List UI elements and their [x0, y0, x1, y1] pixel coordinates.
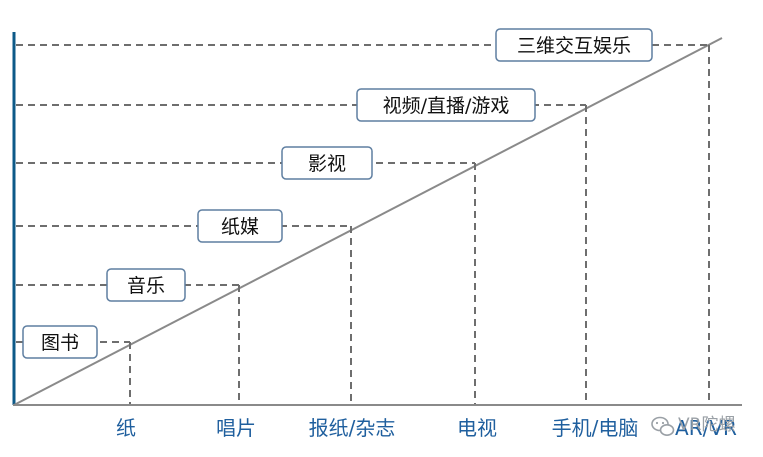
watermark-text: VR陀螺 — [678, 415, 735, 435]
medium-label: 报纸/杂志 — [309, 416, 396, 440]
content-label: 音乐 — [127, 275, 165, 297]
content-label: 视频/直播/游戏 — [383, 95, 510, 117]
medium-label: 电视 — [457, 416, 497, 440]
medium-label: 纸 — [116, 416, 136, 440]
content-label: 影视 — [308, 153, 346, 175]
content-box — [22, 325, 98, 359]
medium-label: 手机/电脑 — [552, 416, 639, 440]
x-axis-labels: 纸 唱片 报纸/杂志 电视 手机/电脑 AR/VR — [116, 416, 737, 440]
content-box — [281, 146, 373, 180]
content-label: 图书 — [41, 332, 79, 354]
wechat-icon — [651, 416, 675, 436]
content-box — [495, 28, 653, 62]
content-label: 纸媒 — [221, 216, 259, 238]
content-box — [197, 209, 283, 243]
content-boxes: 图书 音乐 纸媒 影视 视频/直播/游戏 三维交互娱乐 — [22, 28, 653, 359]
content-box — [356, 88, 536, 122]
content-box — [106, 268, 186, 302]
content-label: 三维交互娱乐 — [517, 35, 631, 57]
watermark: VR陀螺 — [651, 415, 735, 436]
growth-diagonal — [13, 37, 723, 406]
medium-label: AR/VR — [675, 416, 737, 440]
medium-label: 唱片 — [216, 416, 256, 440]
